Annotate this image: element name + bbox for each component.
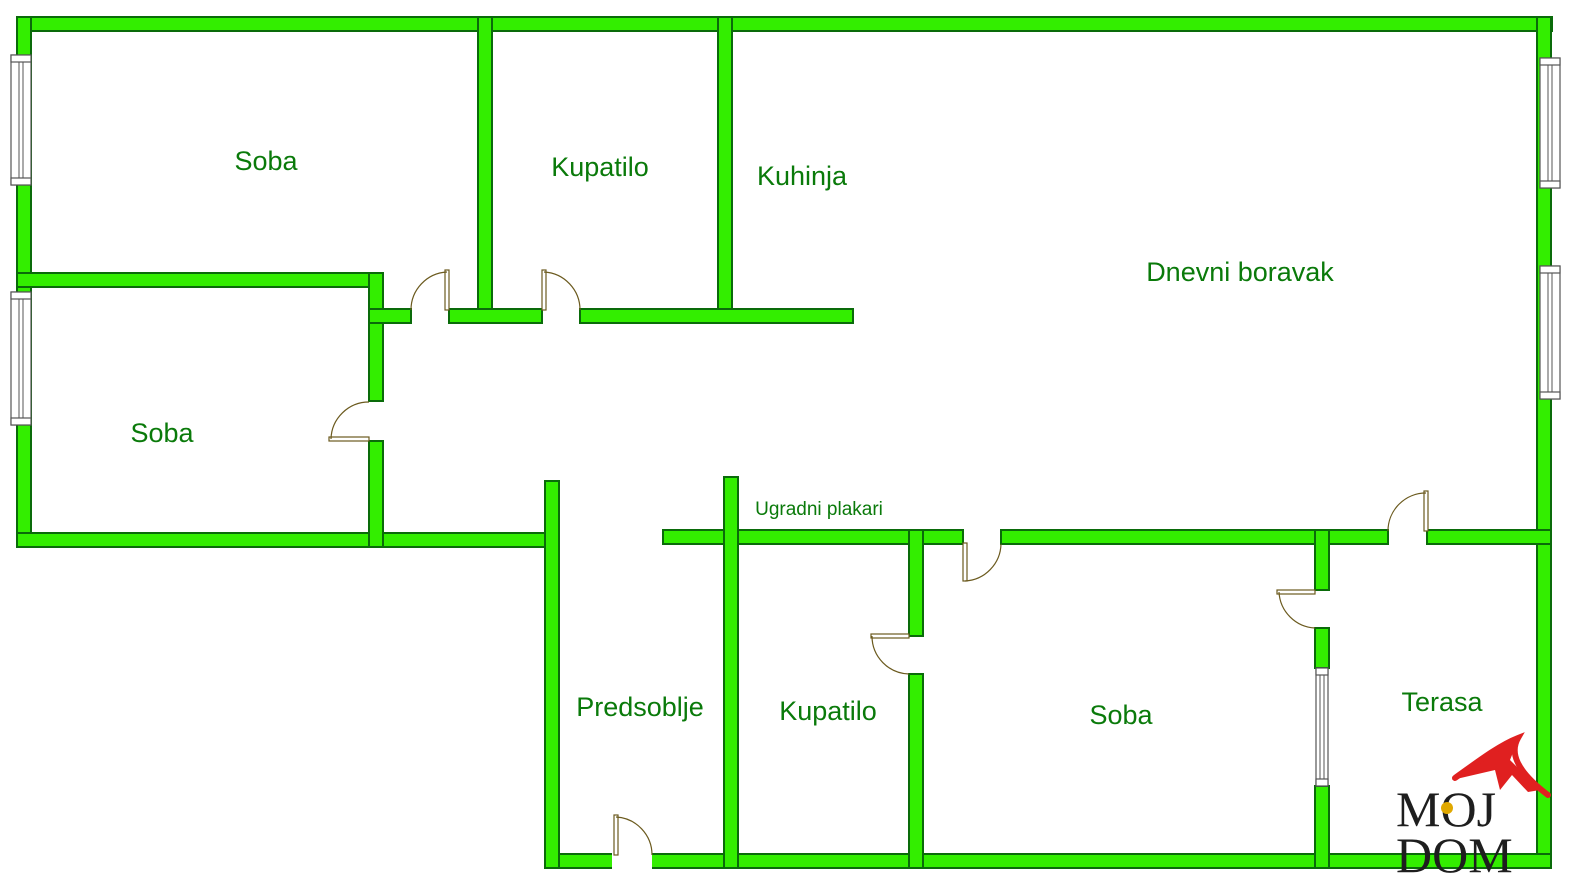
wall-predsoblje-left — [544, 480, 560, 869]
wall-corridor-a — [368, 308, 412, 324]
wall-plakari-kupatilo2 — [723, 476, 739, 869]
wall-soba3-terasa-upper — [1314, 529, 1330, 591]
door-entrance — [613, 814, 653, 856]
room-label-terasa: Terasa — [1401, 687, 1483, 717]
wall-right-lower — [1536, 542, 1552, 869]
window-soba2 — [10, 291, 32, 426]
door-kupatilo1 — [541, 269, 581, 311]
logo-dot-icon — [1441, 802, 1453, 814]
moj-dom-logo: MOJ DOM — [1396, 732, 1551, 883]
room-label-ugradni-plakari: Ugradni plakari — [755, 499, 883, 520]
wall-mid-b — [1000, 529, 1389, 545]
room-label-soba-1: Soba — [234, 146, 298, 176]
wall-bottom-left — [16, 532, 560, 548]
window-soba1 — [10, 54, 32, 186]
entrance-door-gap — [612, 853, 652, 869]
wall-kupatilo1-kuhinja — [717, 16, 733, 318]
room-label-soba-2: Soba — [130, 418, 194, 448]
doors — [328, 269, 1429, 856]
door-soba3-top — [962, 542, 1002, 582]
wall-kupatilo2-soba3-lower — [908, 673, 924, 869]
logo-line2: DOM — [1396, 827, 1513, 883]
room-label-kupatilo-1: Kupatilo — [551, 152, 649, 182]
door-soba2 — [328, 401, 370, 442]
room-label-dnevni-boravak: Dnevni boravak — [1146, 257, 1334, 287]
wall-corridor-b — [448, 308, 543, 324]
logo-roof-icon — [1452, 735, 1540, 792]
wall-corridor-c — [579, 308, 854, 324]
wall-soba1-kupatilo1 — [477, 16, 493, 318]
wall-kupatilo2-soba3-upper — [908, 529, 924, 637]
logo-roof-stroke — [1452, 732, 1551, 798]
door-kupatilo2 — [870, 633, 910, 675]
wall-soba3-terasa-lower — [1314, 785, 1330, 869]
window-dnevni-upper — [1539, 57, 1561, 189]
wall-soba2-right-upper — [368, 272, 384, 402]
wall-soba2-right-lower — [368, 440, 384, 548]
wall-top — [16, 16, 1553, 32]
room-label-predsoblje: Predsoblje — [576, 692, 704, 722]
door-terasa-top — [1387, 490, 1429, 532]
room-label-soba-3: Soba — [1089, 700, 1153, 730]
room-label-kupatilo-2: Kupatilo — [779, 696, 877, 726]
wall-soba1-soba2 — [16, 272, 384, 288]
wall-soba3-terasa-mid — [1314, 627, 1330, 669]
window-dnevni-lower — [1539, 265, 1561, 400]
door-terasa-side — [1276, 589, 1316, 629]
window-soba3-terasa — [1315, 667, 1329, 787]
door-soba1 — [410, 269, 450, 311]
wall-mid-c — [1426, 529, 1552, 545]
windows — [10, 54, 1561, 787]
room-label-kuhinja: Kuhinja — [757, 161, 848, 191]
